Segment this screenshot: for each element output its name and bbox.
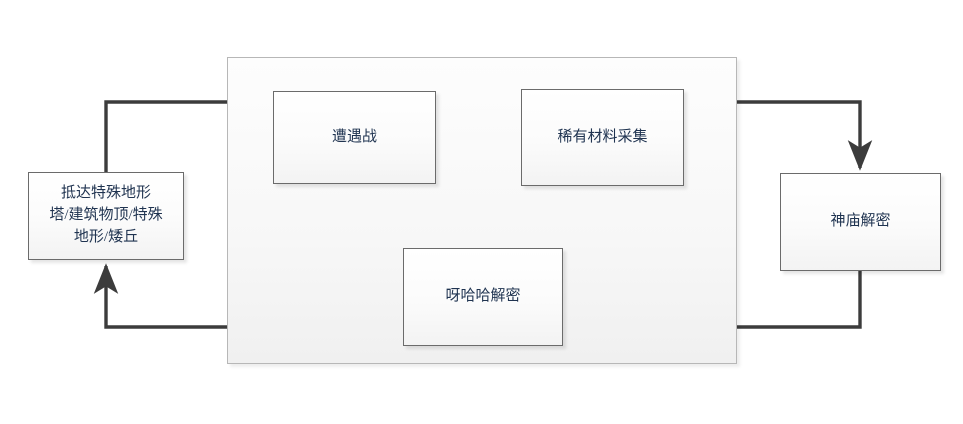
node-encounter[interactable]: 遭遇战 [273,91,436,184]
node-korok-label: 呀哈哈解密 [445,288,521,305]
connector-shrine-to-group [737,271,862,329]
connector-group-to-terrain [104,100,227,173]
node-terrain[interactable]: 抵达特殊地形塔/建筑物顶/特殊地形/矮丘 [28,172,184,260]
node-rare-label: 稀有材料采集 [557,128,648,145]
connector-group-to-terrain-return [93,263,227,329]
node-shrine[interactable]: 神庙解密 [780,173,941,271]
connector-group-to-shrine [737,100,873,171]
node-rare[interactable]: 稀有材料采集 [521,89,684,186]
node-encounter-label: 遭遇战 [331,128,377,145]
node-shrine-label: 神庙解密 [830,213,891,230]
node-korok[interactable]: 呀哈哈解密 [403,248,563,346]
node-terrain-label: 抵达特殊地形塔/建筑物顶/特殊地形/矮丘 [49,185,163,245]
